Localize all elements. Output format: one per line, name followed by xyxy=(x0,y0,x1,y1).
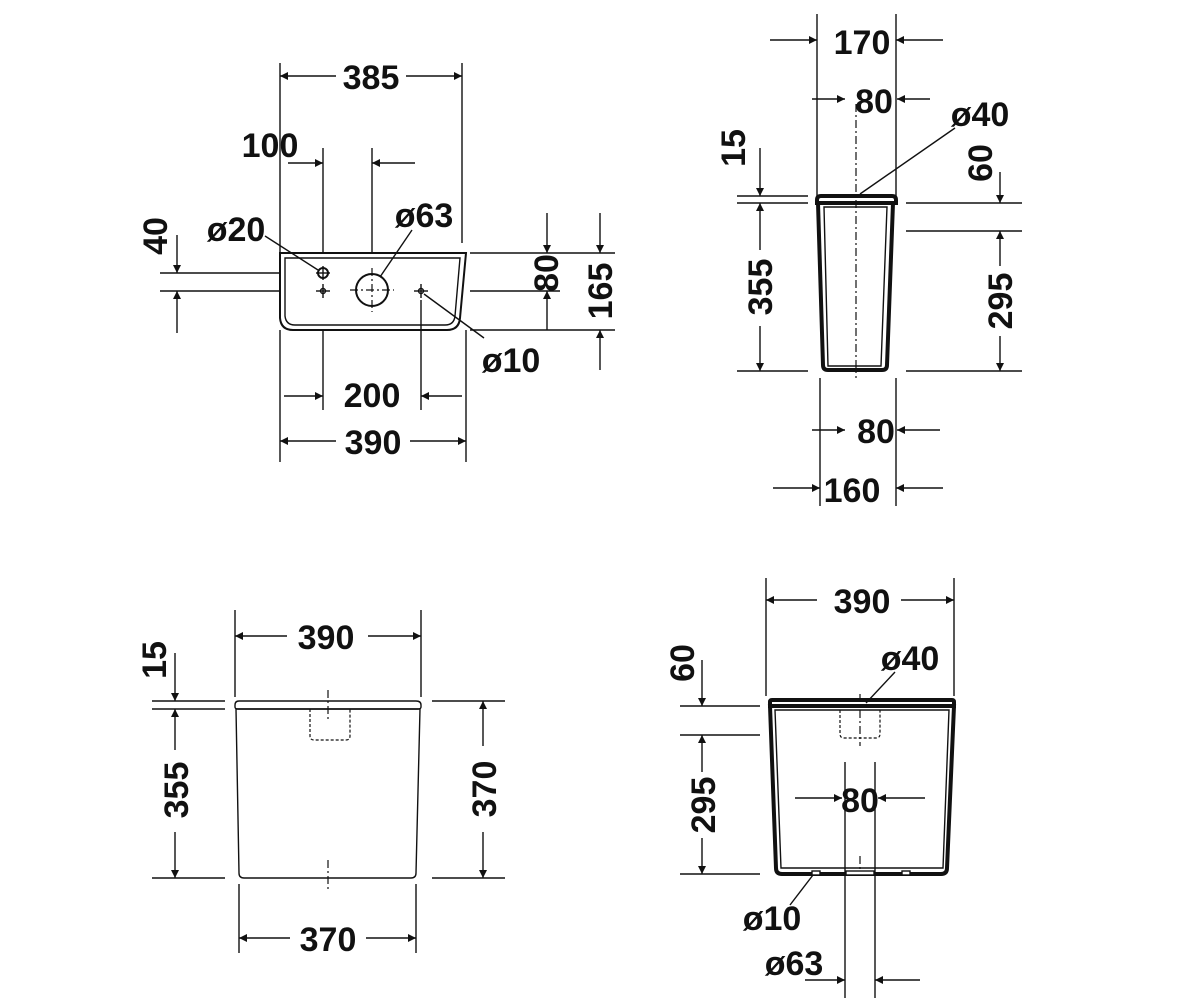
side-view-body xyxy=(815,201,896,372)
leader-sv-dia-40 xyxy=(865,671,896,704)
leader-dia-10 xyxy=(423,293,485,339)
section-view-lid xyxy=(768,698,956,708)
section-view-inner xyxy=(774,709,950,869)
dia-sv-63-label: ø63 xyxy=(765,945,824,983)
section-view-outlets xyxy=(811,870,911,876)
side-view-extension-lines xyxy=(737,14,1022,506)
top-view-outline xyxy=(279,252,468,331)
dia-20-label: ø20 xyxy=(207,211,266,249)
dim-80-top-label: 80 xyxy=(855,83,893,121)
dim-fv-370-label: 370 xyxy=(466,761,504,818)
dim-385-label: 385 xyxy=(343,59,400,97)
dim-40-label: 40 xyxy=(137,217,175,255)
dim-fv-15-label: 15 xyxy=(136,641,174,679)
top-view-inner-outline xyxy=(284,257,461,326)
dim-100-label: 100 xyxy=(242,127,299,165)
dim-15-label: 15 xyxy=(715,129,753,167)
side-view-inner xyxy=(823,206,888,367)
dim-sv-60-label: 60 xyxy=(664,644,702,682)
dim-sv-295-label: 295 xyxy=(685,777,723,834)
dia-40-label: ø40 xyxy=(951,96,1010,134)
dia-sv-40-label: ø40 xyxy=(881,640,940,678)
leader-dia-63 xyxy=(379,229,413,278)
dim-80-bottom-label: 80 xyxy=(857,413,895,451)
dim-60-label: 60 xyxy=(962,144,1000,182)
small-hole-marks xyxy=(316,266,428,312)
dim-295-label: 295 xyxy=(982,273,1020,330)
section-view-body xyxy=(767,704,957,876)
dim-170-label: 170 xyxy=(834,24,891,62)
front-view: 390 15 355 370 370 xyxy=(136,610,505,959)
dim-355-label: 355 xyxy=(742,259,780,316)
dim-165-label: 165 xyxy=(582,263,620,320)
leader-dia-40 xyxy=(859,127,956,195)
leader-dia-20 xyxy=(264,235,319,271)
front-view-body xyxy=(235,708,421,879)
dim-80-label: 80 xyxy=(528,254,566,292)
side-view: 170 80 ø40 15 60 355 295 80 160 xyxy=(715,14,1022,510)
leader-sv-dia-10 xyxy=(789,874,814,906)
dim-fv-355-label: 355 xyxy=(158,762,196,819)
dia-10-label: ø10 xyxy=(482,342,541,380)
section-view: 390 60 ø40 295 80 ø10 ø63 xyxy=(664,578,957,998)
dim-200-label: 200 xyxy=(344,377,401,415)
top-view: 385 100 ø63 ø20 40 80 165 ø10 200 3 xyxy=(137,59,620,462)
dia-63-label: ø63 xyxy=(395,197,454,235)
side-view-lid xyxy=(815,194,898,205)
front-view-hidden-button xyxy=(309,709,351,741)
dia-sv-10-label: ø10 xyxy=(743,900,802,938)
dim-fv-390-label: 390 xyxy=(298,619,355,657)
dim-fv-base-370-label: 370 xyxy=(300,921,357,959)
dim-160-label: 160 xyxy=(824,472,881,510)
dim-390-label: 390 xyxy=(345,424,402,462)
dim-sv-80-label: 80 xyxy=(841,782,879,820)
dim-sv-390-label: 390 xyxy=(834,583,891,621)
front-view-extension-lines xyxy=(152,610,505,953)
